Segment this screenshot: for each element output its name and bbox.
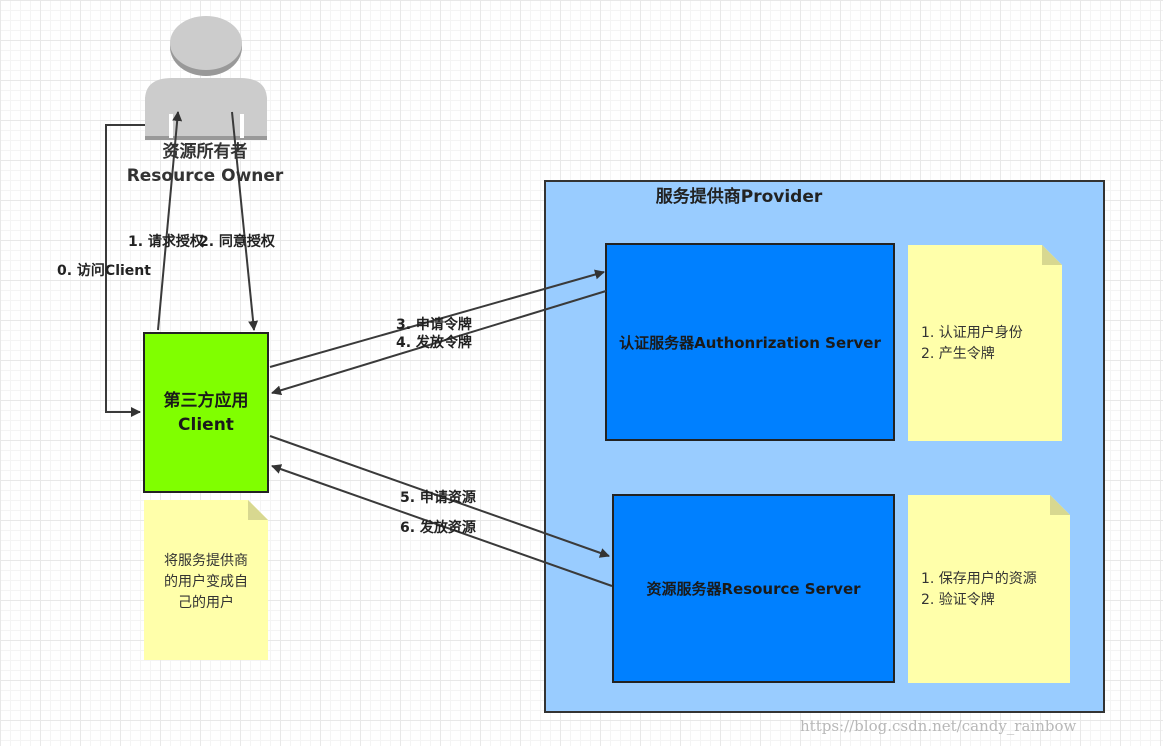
resource-server-label: 资源服务器Resource Server: [646, 580, 861, 598]
auth-note-text: 1. 认证用户身份 2. 产生令牌: [921, 323, 1023, 365]
step-1-label: 1. 请求授权: [128, 234, 204, 250]
client-note-shape: [144, 500, 268, 660]
auth-server-label: 认证服务器Authonrization Server: [619, 333, 881, 352]
step-6-label: 6. 发放资源: [400, 520, 476, 536]
auth-note-line: 2. 产生令牌: [921, 346, 995, 362]
step-0-label: 0. 访问Client: [57, 263, 151, 279]
arrow-6-issue-resource: [271, 464, 613, 587]
resource-owner-name-cn: 资源所有者: [162, 142, 248, 162]
client-name-en: Client: [178, 414, 234, 435]
resource-owner-person-icon: [145, 16, 267, 140]
arrow-3-apply-token: [269, 269, 605, 368]
resource-note-line: 1. 保存用户的资源: [921, 571, 1037, 587]
client-note-line: 己的用户: [178, 595, 234, 611]
arrow-5-apply-resource: [269, 435, 610, 558]
resource-server-box: 资源服务器Resource Server: [612, 494, 895, 683]
client-box: 第三方应用 Client: [143, 332, 269, 493]
client-name-cn: 第三方应用: [163, 390, 249, 411]
arrow-4-issue-token: [271, 290, 607, 396]
client-note-line: 将服务提供商: [164, 553, 248, 569]
client-note-line: 的用户变成自: [164, 574, 248, 590]
provider-title: 服务提供商Provider: [655, 187, 823, 207]
arrow-0-visit-client: [105, 124, 145, 417]
step-2-label: 2. 同意授权: [199, 234, 275, 250]
step-5-label: 5. 申请资源: [400, 490, 476, 506]
auth-note-shape: [908, 245, 1062, 441]
arrow-1-request-auth: [157, 111, 183, 331]
watermark: https://blog.csdn.net/candy_rainbow: [800, 717, 1077, 735]
client-note-text: 将服务提供商 的用户变成自 己的用户: [144, 551, 268, 614]
resource-note-line: 2. 验证令牌: [921, 592, 995, 608]
step-4-label: 4. 发放令牌: [396, 335, 472, 351]
resource-owner-label: 资源所有者 Resource Owner: [100, 140, 310, 188]
resource-owner-name-en: Resource Owner: [126, 166, 284, 186]
auth-server-box: 认证服务器Authonrization Server: [605, 243, 895, 441]
resource-note-shape: [908, 495, 1070, 683]
auth-note-line: 1. 认证用户身份: [921, 325, 1023, 341]
resource-note-text: 1. 保存用户的资源 2. 验证令牌: [921, 569, 1037, 611]
arrow-2-grant-auth: [231, 111, 259, 331]
step-3-label: 3. 申请令牌: [396, 317, 472, 333]
